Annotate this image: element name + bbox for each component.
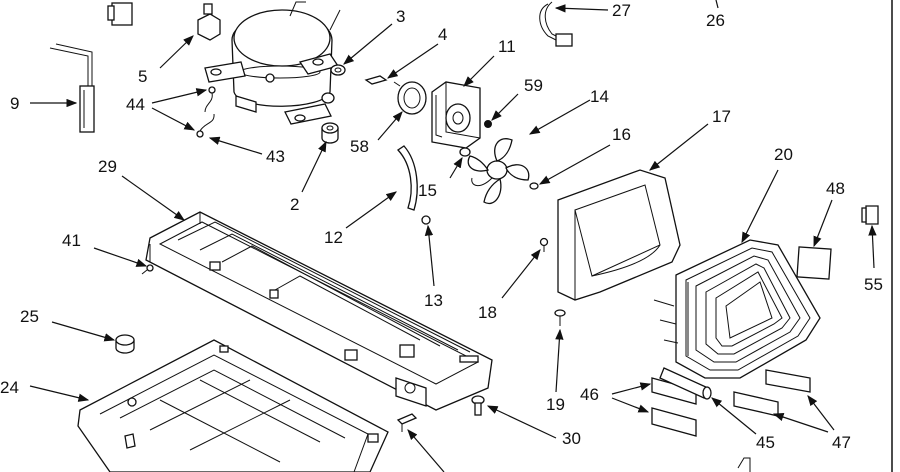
part-bolt	[396, 413, 418, 432]
callout-18: 18	[478, 303, 497, 322]
callout-27: 29	[98, 157, 117, 176]
callout-17: 17	[712, 107, 731, 126]
callout-labels: 5 9 44 43 2 3 4 58 11 59 14 15 16 17 12 …	[0, 1, 883, 452]
part-19-screw	[554, 309, 566, 326]
callout-16: 16	[612, 125, 631, 144]
part-compressor	[204, 1, 341, 125]
callout-48: 48	[826, 179, 845, 198]
callout-13: 13	[424, 291, 443, 310]
callout-12: 12	[324, 228, 343, 247]
callout-24: 24	[0, 378, 19, 397]
leader-lines	[29, 0, 877, 472]
callout-30: 41	[62, 231, 81, 250]
callout-47: 47	[832, 433, 851, 452]
part-12-bracket	[397, 145, 418, 211]
part-9-heater	[49, 43, 95, 133]
part-17-shroud	[557, 169, 681, 301]
part-29-screw	[471, 395, 485, 416]
part-24-drain-pan	[77, 339, 389, 472]
part-44-wires	[196, 86, 216, 138]
callout-55: 55	[864, 275, 883, 294]
callout-25: 25	[20, 307, 39, 326]
callout-58: 58	[350, 137, 369, 156]
callout-29: 30	[562, 429, 581, 448]
part-relay	[107, 2, 133, 26]
callout-2: 2	[290, 195, 299, 214]
callout-59: 59	[524, 76, 543, 95]
callout-41: 27	[612, 1, 631, 20]
callout-14: 14	[590, 87, 609, 106]
part-59-nut	[484, 120, 492, 128]
part-4-clip	[364, 75, 388, 85]
part-16-washer	[529, 182, 539, 190]
callout-19: 19	[546, 395, 565, 414]
part-41-harness	[539, 1, 573, 47]
part-25-grommet	[115, 334, 135, 354]
callout-11: 11	[498, 37, 516, 56]
callout-45: 45	[756, 433, 775, 452]
callout-15: 15	[418, 181, 437, 200]
part-55-clip	[861, 205, 879, 225]
part-2-grommet	[321, 122, 339, 144]
part-grommet-2	[321, 92, 335, 104]
callout-3: 3	[396, 7, 405, 26]
part-30-screw	[141, 264, 154, 275]
part-47-blocks	[733, 369, 811, 417]
callout-44: 44	[126, 95, 145, 114]
callout-4: 4	[438, 25, 447, 44]
part-18-screw	[539, 237, 549, 252]
callout-46: 46	[580, 385, 599, 404]
callout-43: 43	[266, 147, 285, 166]
callout-20: 20	[774, 145, 793, 164]
part-20-condenser-coil	[653, 239, 821, 379]
callout-9: 9	[10, 94, 19, 113]
part-45-tube	[659, 367, 712, 400]
part-13-nut	[421, 215, 431, 225]
part-48-pad	[796, 246, 832, 280]
part-5-terminal	[197, 3, 221, 41]
part-58-ring	[393, 81, 427, 115]
part-14-fan-blade	[467, 138, 530, 205]
callout-26: 26	[706, 11, 725, 30]
part-11-fan-motor	[431, 81, 481, 149]
part-bottom-bracket	[737, 457, 751, 472]
part-3-grommet	[330, 64, 346, 76]
part-15-washer	[459, 147, 471, 157]
callout-5: 5	[138, 67, 147, 86]
